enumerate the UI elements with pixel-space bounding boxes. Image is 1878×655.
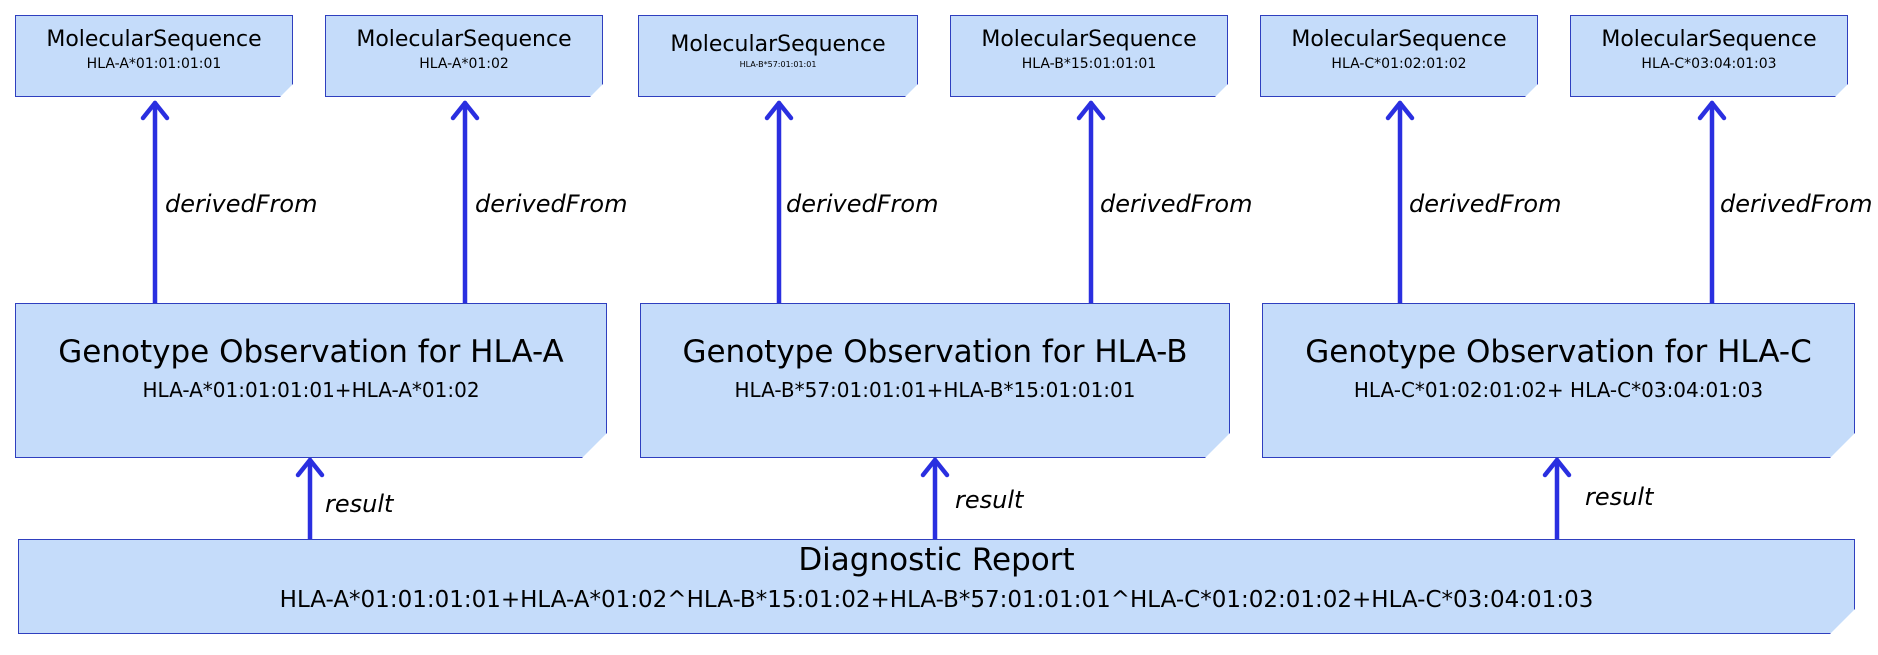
derived-from-arrow-1 (140, 100, 170, 306)
molecular-sequence-title: MolecularSequence (670, 32, 886, 57)
genotype-observation-box-hla-a: Genotype Observation for HLA-A HLA-A*01:… (15, 303, 607, 458)
molecular-sequence-title: MolecularSequence (46, 27, 262, 52)
result-label-1: result (325, 490, 394, 518)
genotype-observation-title: Genotype Observation for HLA-B (682, 334, 1188, 370)
result-arrow-3 (1542, 457, 1572, 542)
result-label-2: result (955, 486, 1024, 514)
molecular-sequence-box-3: MolecularSequence HLA-B*57:01:01:01 (638, 15, 918, 97)
molecular-sequence-allele: HLA-B*57:01:01:01 (739, 60, 817, 69)
genotype-observation-title: Genotype Observation for HLA-C (1305, 334, 1812, 370)
diagnostic-report-box: Diagnostic Report HLA-A*01:01:01:01+HLA-… (18, 539, 1855, 634)
derived-from-label-4: derivedFrom (1100, 190, 1253, 218)
result-label-3: result (1585, 483, 1654, 511)
molecular-sequence-box-1: MolecularSequence HLA-A*01:01:01:01 (15, 15, 293, 97)
molecular-sequence-allele: HLA-C*01:02:01:02 (1331, 56, 1467, 72)
result-arrow-2 (920, 457, 950, 542)
molecular-sequence-box-2: MolecularSequence HLA-A*01:02 (325, 15, 603, 97)
diagnostic-report-value: HLA-A*01:01:01:01+HLA-A*01:02^HLA-B*15:0… (279, 587, 1594, 613)
diagnostic-report-title: Diagnostic Report (798, 542, 1075, 578)
derived-from-arrow-4 (1076, 100, 1106, 306)
molecular-sequence-title: MolecularSequence (981, 27, 1197, 52)
molecular-sequence-box-5: MolecularSequence HLA-C*01:02:01:02 (1260, 15, 1538, 97)
genotype-observation-value: HLA-B*57:01:01:01+HLA-B*15:01:01:01 (734, 378, 1136, 402)
genotype-observation-value: HLA-C*01:02:01:02+ HLA-C*03:04:01:03 (1353, 378, 1764, 402)
derived-from-label-5: derivedFrom (1409, 190, 1562, 218)
molecular-sequence-title: MolecularSequence (356, 27, 572, 52)
molecular-sequence-allele: HLA-A*01:02 (419, 56, 509, 72)
molecular-sequence-allele: HLA-A*01:01:01:01 (86, 56, 222, 72)
derived-from-arrow-2 (450, 100, 480, 306)
molecular-sequence-allele: HLA-C*03:04:01:03 (1641, 56, 1777, 72)
derived-from-arrow-6 (1697, 100, 1727, 306)
molecular-sequence-title: MolecularSequence (1601, 27, 1817, 52)
molecular-sequence-allele: HLA-B*15:01:01:01 (1021, 56, 1157, 72)
molecular-sequence-box-4: MolecularSequence HLA-B*15:01:01:01 (950, 15, 1228, 97)
genotype-observation-title: Genotype Observation for HLA-A (58, 334, 564, 370)
derived-from-arrow-3 (764, 100, 794, 306)
result-arrow-1 (295, 457, 325, 542)
derived-from-label-3: derivedFrom (786, 190, 939, 218)
genotype-observation-box-hla-c: Genotype Observation for HLA-C HLA-C*01:… (1262, 303, 1855, 458)
molecular-sequence-title: MolecularSequence (1291, 27, 1507, 52)
molecular-sequence-box-6: MolecularSequence HLA-C*03:04:01:03 (1570, 15, 1848, 97)
genotype-observation-box-hla-b: Genotype Observation for HLA-B HLA-B*57:… (640, 303, 1230, 458)
derived-from-label-1: derivedFrom (165, 190, 318, 218)
derived-from-label-6: derivedFrom (1720, 190, 1873, 218)
derived-from-arrow-5 (1385, 100, 1415, 306)
genotype-observation-value: HLA-A*01:01:01:01+HLA-A*01:02 (142, 378, 480, 402)
derived-from-label-2: derivedFrom (475, 190, 628, 218)
